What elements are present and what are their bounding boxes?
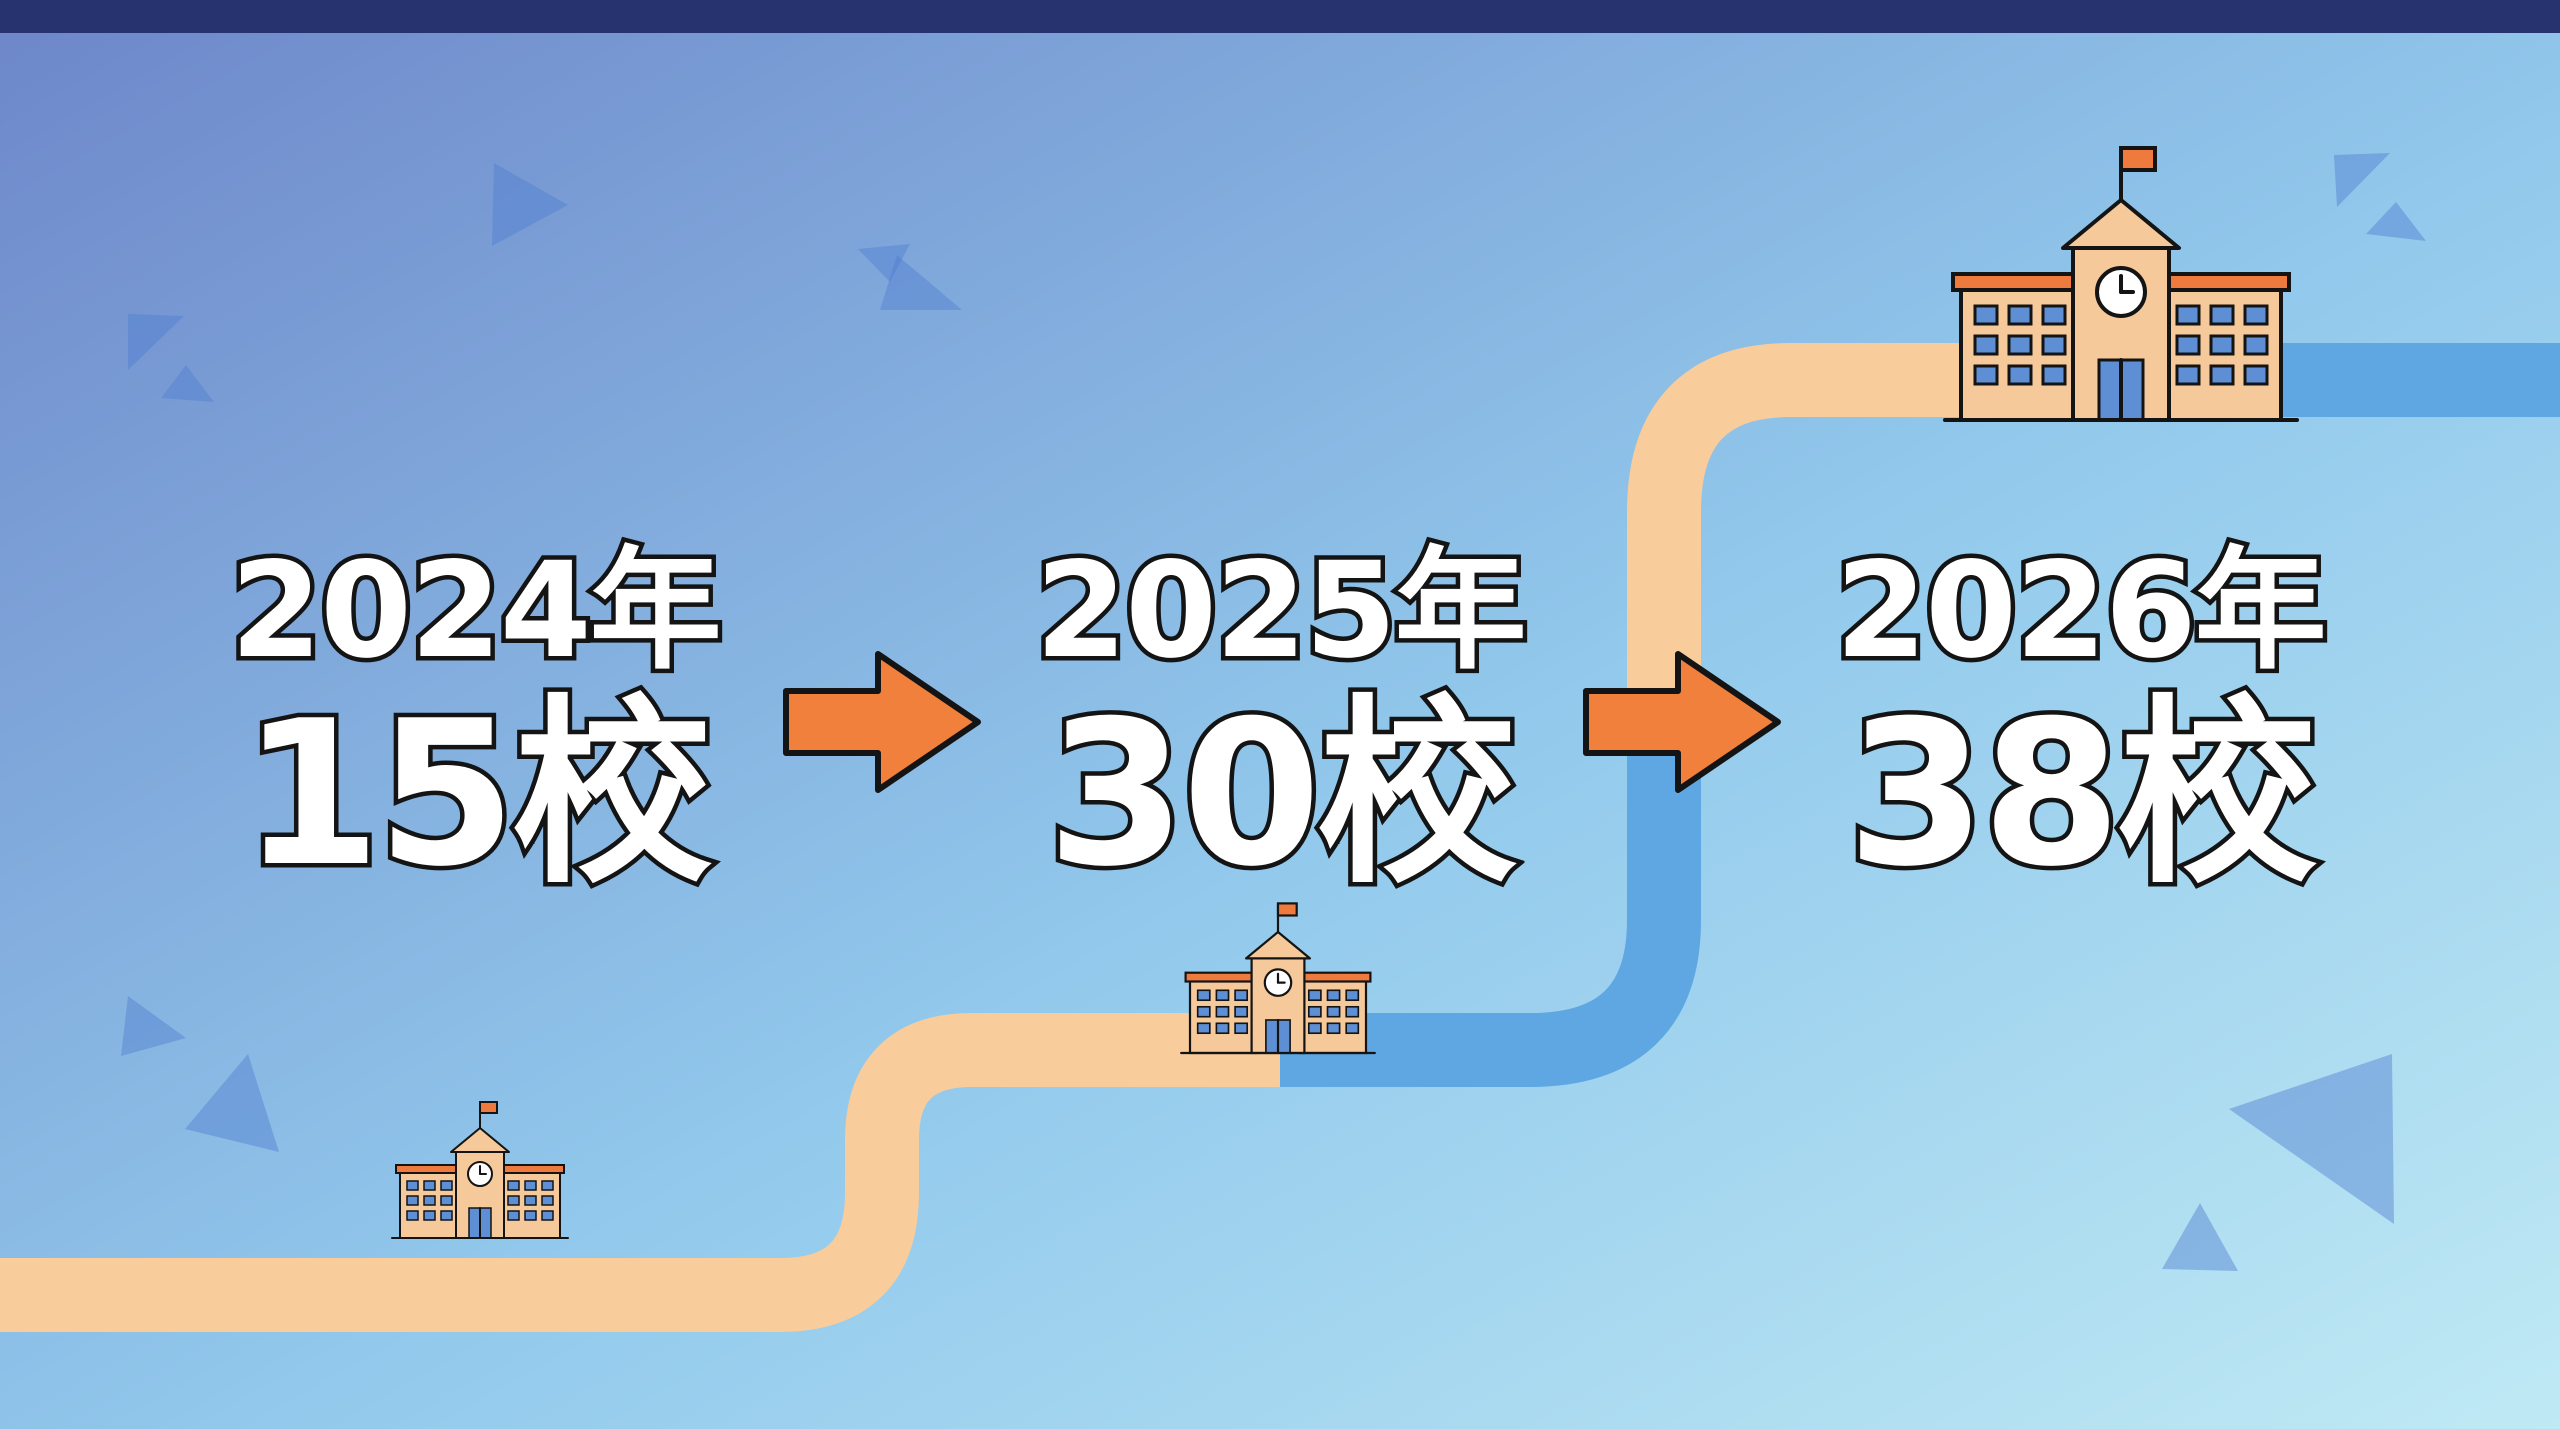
triangle-decoration [2334,153,2390,207]
triangle-decoration [128,314,184,370]
triangle-decoration [161,365,214,402]
arrow-right-icon [783,651,981,793]
path-segment-completed-climb [1627,343,2000,720]
stage-year: 2024年 [226,534,726,688]
triangle-decoration [121,996,186,1056]
triangle-decoration [2366,202,2426,241]
triangle-decoration [2229,1054,2394,1224]
path-segment-completed [0,1013,1280,1332]
triangle-decorations [121,153,2426,1271]
stage-school-count: 15校 [237,678,716,911]
triangle-decoration [880,255,962,310]
top-bar [0,0,2560,33]
stage-year: 2026年 [1831,534,2331,688]
stage-2024: 2024年 15校 [125,534,825,911]
arrow-right-icon [1583,651,1781,793]
path-segment-upcoming [1280,520,1701,1087]
stage-school-count: 38校 [1842,678,2321,911]
triangle-decoration [492,163,568,246]
triangle-decoration [2162,1203,2238,1271]
stage-2025: 2025年 30校 [930,534,1630,911]
stage-2026: 2026年 38校 [1730,534,2430,911]
triangle-decoration [858,244,910,282]
stage-school-count: 30校 [1042,678,1521,911]
stage-year: 2025年 [1031,534,1531,688]
triangle-decoration [185,1054,279,1152]
